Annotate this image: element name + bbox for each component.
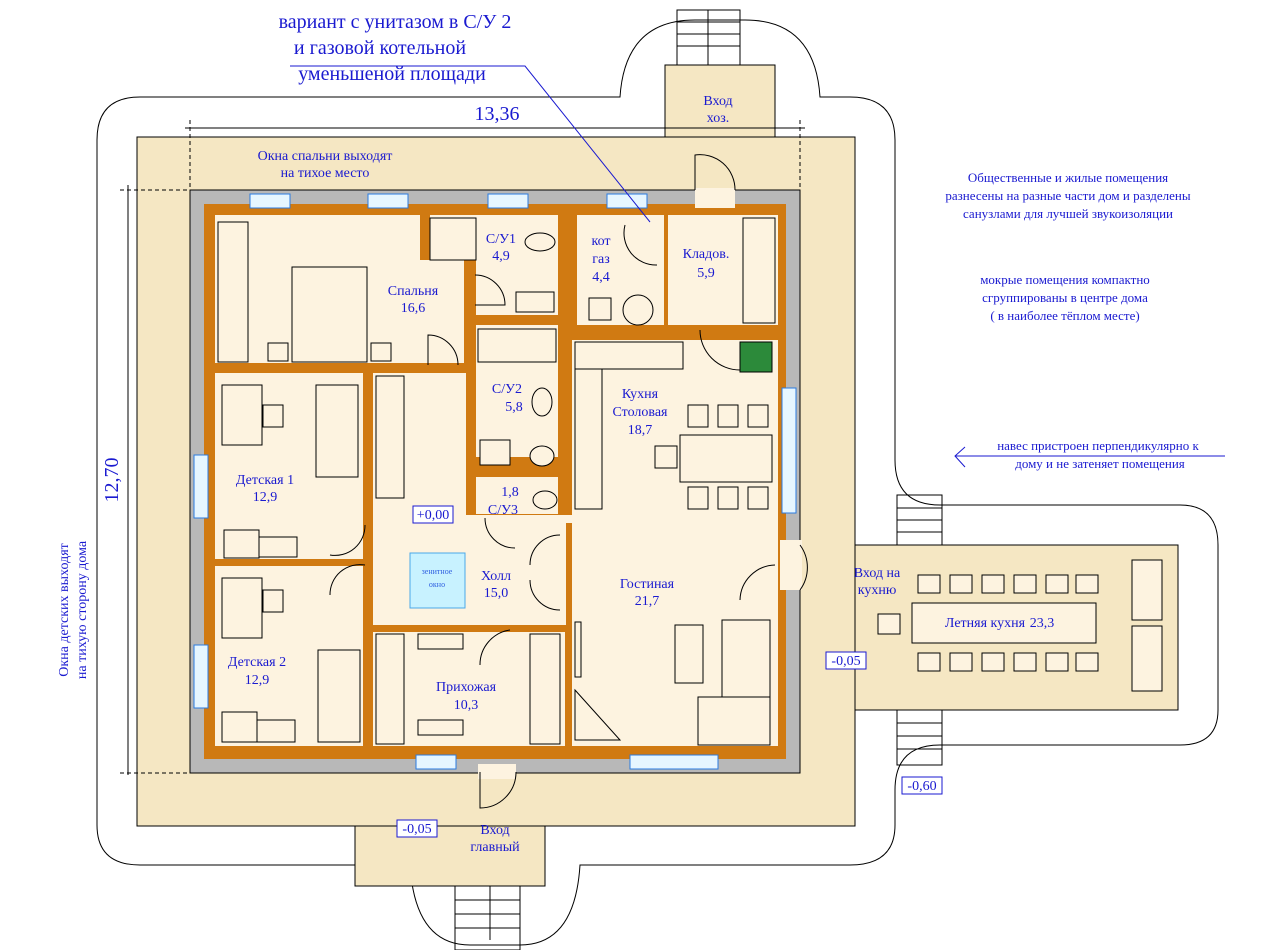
bedroom-windows-note-1: Окна спальни выходят [258, 149, 393, 164]
room-area: 21,7 [635, 594, 660, 609]
zoning-note-1: Общественные и жилые помещения [968, 170, 1168, 185]
skylight-label: окно [429, 580, 445, 589]
utility-porch [664, 64, 776, 138]
room-area: 16,6 [401, 301, 426, 316]
room-label: Детская 2 [228, 655, 286, 670]
entrance-label: кухню [858, 583, 897, 598]
double-bed [291, 266, 368, 363]
skylight-label: зенитное [422, 567, 453, 576]
room-area: 10,3 [454, 698, 479, 713]
room-area: 5,9 [697, 266, 715, 281]
plant [739, 341, 773, 373]
room-label: С/У1 [486, 232, 516, 247]
terrace-steps-top [896, 494, 943, 546]
room-area: 4,4 [592, 270, 610, 285]
room-label: Холл [481, 569, 511, 584]
room-label: Столовая [613, 405, 669, 420]
room-label: Кухня [622, 387, 659, 402]
summer-table [911, 602, 1097, 644]
height-dimension: 12,70 [101, 458, 123, 503]
room-area: 5,8 [505, 400, 523, 415]
furniture [217, 217, 1163, 746]
wet-rooms-note-2: сгруппированы в центре дома [982, 290, 1148, 305]
entrance-label: хоз. [707, 111, 730, 126]
room-area: 12,9 [245, 673, 270, 688]
entrance-label: Вход [703, 94, 732, 109]
room-label: Прихожая [436, 680, 497, 695]
skylight [409, 552, 466, 609]
bathtub [477, 328, 557, 363]
entrance-label: Вход [480, 823, 509, 838]
children-windows-note-1: Окна детских выходят [57, 543, 72, 677]
level-mark: +0,00 [417, 508, 449, 523]
variant-note-line2: и газовой котельной [294, 37, 466, 59]
room-area: 15,0 [484, 586, 509, 601]
level-mark: -0,05 [402, 822, 431, 837]
variant-note-line1: вариант с унитазом в С/У 2 [279, 11, 512, 33]
dimension-lines [120, 120, 805, 775]
room-area: 23,3 [1030, 616, 1055, 631]
room-label: С/У2 [492, 382, 522, 397]
wet-rooms-note-3: ( в наиболее тёплом месте) [990, 308, 1139, 323]
variant-note-line3: уменьшеной площади [298, 63, 486, 85]
wardrobe [217, 221, 249, 363]
room-area: 4,9 [492, 249, 510, 264]
wet-rooms-note-1: мокрые помещения компактно [980, 272, 1150, 287]
doors [329, 154, 808, 809]
zoning-note-3: санузлами для лучшей звукоизоляции [963, 206, 1173, 221]
entrance-label: Вход на [854, 566, 901, 581]
entrance-label: главный [470, 840, 520, 855]
terrace-steps-bottom [896, 709, 943, 766]
utility-steps [676, 9, 741, 66]
leader-line [290, 65, 651, 223]
canopy-note-1: навес пристроен перпендикулярно к [997, 438, 1199, 453]
room-label: Кладов. [683, 247, 730, 262]
main-porch [354, 825, 546, 887]
room-area: 18,7 [628, 423, 653, 438]
level-mark: -0,05 [831, 654, 860, 669]
room-area: 1,8 [501, 485, 519, 500]
room-area: 12,9 [253, 490, 278, 505]
children-windows-note-2: на тихую сторону дома [75, 540, 90, 679]
canopy-arrow [954, 446, 1225, 468]
room-label: газ [592, 252, 610, 267]
shower [429, 217, 477, 261]
dining-table [679, 434, 773, 483]
room-label: Спальня [388, 284, 439, 299]
bedroom-windows-note-2: на тихое место [281, 166, 370, 181]
windows [193, 193, 797, 770]
zoning-note-2: разнесены на разные части дом и разделен… [945, 188, 1190, 203]
level-mark: -0,60 [907, 779, 936, 794]
canopy-note-2: дому и не затеняет помещения [1015, 456, 1185, 471]
main-steps [454, 885, 521, 950]
room-label: кот [591, 234, 610, 249]
room-label: Гостиная [620, 577, 675, 592]
width-dimension: 13,36 [475, 103, 520, 125]
room-label: С/У3 [488, 503, 518, 518]
room-label: Летняя кухня [945, 616, 1026, 631]
room-label: Детская 1 [236, 473, 294, 488]
